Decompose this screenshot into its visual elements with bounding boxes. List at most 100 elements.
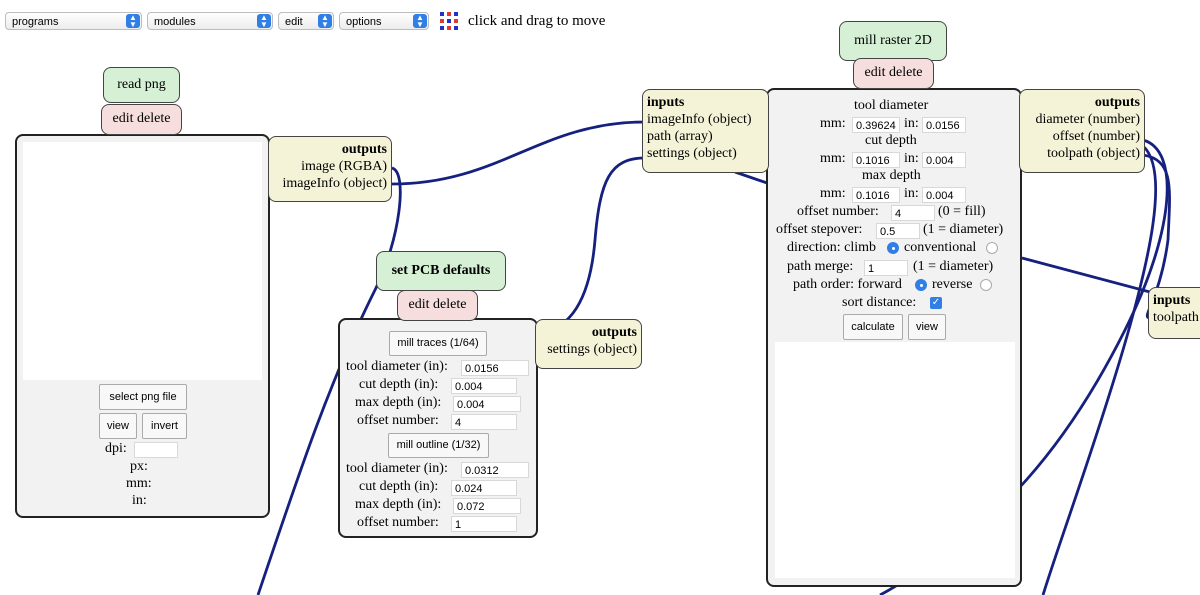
max-depth-mm-label: mm: xyxy=(820,186,846,201)
mill-view-button[interactable]: view xyxy=(908,314,946,340)
view-button[interactable]: view xyxy=(99,413,137,439)
tool-diameter-in-input[interactable]: 0.0156 xyxy=(922,117,966,133)
path-order-reverse-radio[interactable] xyxy=(980,279,992,291)
inputs-header: inputs xyxy=(1153,293,1191,308)
offset-number-note: (0 = fill) xyxy=(938,204,986,219)
path-merge-label: path merge: xyxy=(787,259,854,274)
select-arrows-icon: ▲▼ xyxy=(257,14,271,29)
sort-distance-label: sort distance: xyxy=(842,295,917,310)
path-merge-input[interactable]: 1 xyxy=(864,260,908,276)
programs-select[interactable]: programs ▲▼ xyxy=(5,12,142,30)
edit-select-label: edit xyxy=(285,16,303,28)
cut-depth-heading: cut depth xyxy=(865,133,917,148)
max-depth-mm-input[interactable]: 0.1016 xyxy=(852,187,900,203)
output-diameter[interactable]: diameter (number) xyxy=(1035,112,1140,127)
select-png-file-button[interactable]: select png file xyxy=(99,384,187,410)
outline-max-depth-input[interactable]: 0.072 xyxy=(453,498,521,514)
input-imageinfo[interactable]: imageInfo (object) xyxy=(647,112,752,127)
max-depth-in-label: in: xyxy=(904,186,919,201)
outputs-header: outputs xyxy=(591,325,637,340)
path-order-forward-radio[interactable] xyxy=(915,279,927,291)
direction-label: direction: climb xyxy=(787,240,877,255)
outline-cut-depth-label: cut depth (in): xyxy=(359,479,439,494)
mill-outline-button[interactable]: mill outline (1/32) xyxy=(388,433,489,458)
traces-tool-diameter-input[interactable]: 0.0156 xyxy=(461,360,529,376)
toolpath-preview-canvas xyxy=(775,342,1015,578)
calculate-button[interactable]: calculate xyxy=(843,314,903,340)
modules-select[interactable]: modules ▲▼ xyxy=(147,12,273,30)
offset-stepover-label: offset stepover: xyxy=(776,222,863,237)
output-settings[interactable]: settings (object) xyxy=(547,342,637,357)
cut-depth-in-input[interactable]: 0.004 xyxy=(922,152,966,168)
max-depth-in-input[interactable]: 0.004 xyxy=(922,187,966,203)
traces-max-depth-input[interactable]: 0.004 xyxy=(453,396,521,412)
pcb-edit-delete[interactable]: edit delete xyxy=(397,290,478,321)
dpi-label: dpi: xyxy=(105,441,127,456)
output-imageinfo[interactable]: imageInfo (object) xyxy=(282,176,387,191)
output-toolpath[interactable]: toolpath (object) xyxy=(1047,146,1140,161)
input-settings[interactable]: settings (object) xyxy=(647,146,737,161)
pcb-defaults-title[interactable]: set PCB defaults xyxy=(376,251,506,291)
offset-number-label: offset number: xyxy=(797,204,879,219)
read-png-edit-delete[interactable]: edit delete xyxy=(101,104,182,135)
outputs-header: outputs xyxy=(1094,95,1140,110)
mill-inputs: inputs imageInfo (object) path (array) s… xyxy=(642,89,769,173)
invert-button[interactable]: invert xyxy=(142,413,187,439)
mill-traces-button[interactable]: mill traces (1/64) xyxy=(389,331,487,356)
tool-diameter-mm-label: mm: xyxy=(820,116,846,131)
traces-cut-depth-label: cut depth (in): xyxy=(359,377,439,392)
select-arrows-icon: ▲▼ xyxy=(413,14,427,29)
direction-conventional-label: conventional xyxy=(904,240,977,255)
offset-stepover-input[interactable]: 0.5 xyxy=(876,223,920,239)
outputs-header: outputs xyxy=(341,142,387,157)
path-order-label: path order: forward xyxy=(793,277,902,292)
px-label: px: xyxy=(130,459,148,474)
mill-raster-panel[interactable]: tool diameter mm: 0.39624 in: 0.0156 cut… xyxy=(766,88,1022,587)
mill-raster-title[interactable]: mill raster 2D xyxy=(839,21,947,61)
offset-number-input[interactable]: 4 xyxy=(891,205,935,221)
path-merge-note: (1 = diameter) xyxy=(913,259,994,274)
move-grid-icon[interactable] xyxy=(440,12,458,30)
outline-offset-number-label: offset number: xyxy=(357,515,439,530)
input-path[interactable]: path (array) xyxy=(647,129,713,144)
direction-climb-radio[interactable] xyxy=(887,242,899,254)
wire-mill-path-cross xyxy=(734,170,771,186)
direction-conventional-radio[interactable] xyxy=(986,242,998,254)
tool-diameter-in-label: in: xyxy=(904,116,919,131)
tool-diameter-mm-input[interactable]: 0.39624 xyxy=(852,117,900,133)
read-png-title[interactable]: read png xyxy=(103,67,180,103)
pcb-panel[interactable]: mill traces (1/64) tool diameter (in): 0… xyxy=(338,318,538,538)
options-select[interactable]: options ▲▼ xyxy=(339,12,429,30)
modules-select-label: modules xyxy=(154,16,196,28)
options-select-label: options xyxy=(346,16,382,28)
traces-offset-number-label: offset number: xyxy=(357,413,439,428)
inputs-header: inputs xyxy=(647,95,685,110)
mill-edit-delete[interactable]: edit delete xyxy=(853,58,934,89)
mill-outputs: outputs diameter (number) offset (number… xyxy=(1019,89,1145,173)
outline-max-depth-label: max depth (in): xyxy=(355,497,442,512)
traces-tool-diameter-label: tool diameter (in): xyxy=(346,359,448,374)
outline-offset-number-input[interactable]: 1 xyxy=(451,516,517,532)
output-offset[interactable]: offset (number) xyxy=(1052,129,1140,144)
wire-offset-down xyxy=(1041,144,1158,595)
in-label: in: xyxy=(132,493,147,508)
outline-cut-depth-input[interactable]: 0.024 xyxy=(451,480,517,496)
output-image-rgba[interactable]: image (RGBA) xyxy=(301,159,387,174)
edit-select[interactable]: edit ▲▼ xyxy=(278,12,334,30)
wire-imageinfo-to-mill xyxy=(391,120,646,186)
outline-tool-diameter-input[interactable]: 0.0312 xyxy=(461,462,529,478)
input-toolpath[interactable]: toolpath xyxy=(1153,310,1199,325)
png-preview-canvas xyxy=(23,142,262,380)
cut-depth-mm-input[interactable]: 0.1016 xyxy=(852,152,900,168)
max-depth-heading: max depth xyxy=(862,168,921,183)
read-png-panel[interactable]: select png file view invert dpi: px: mm:… xyxy=(15,134,270,518)
drag-hint: click and drag to move xyxy=(468,13,606,29)
cut-depth-mm-label: mm: xyxy=(820,151,846,166)
sort-distance-checkbox[interactable]: ✓ xyxy=(930,297,942,309)
pcb-outputs: outputs settings (object) xyxy=(535,319,642,369)
tool-diameter-heading: tool diameter xyxy=(854,98,929,113)
dpi-input[interactable] xyxy=(134,442,178,458)
traces-offset-number-input[interactable]: 4 xyxy=(451,414,517,430)
outline-tool-diameter-label: tool diameter (in): xyxy=(346,461,448,476)
traces-cut-depth-input[interactable]: 0.004 xyxy=(451,378,517,394)
